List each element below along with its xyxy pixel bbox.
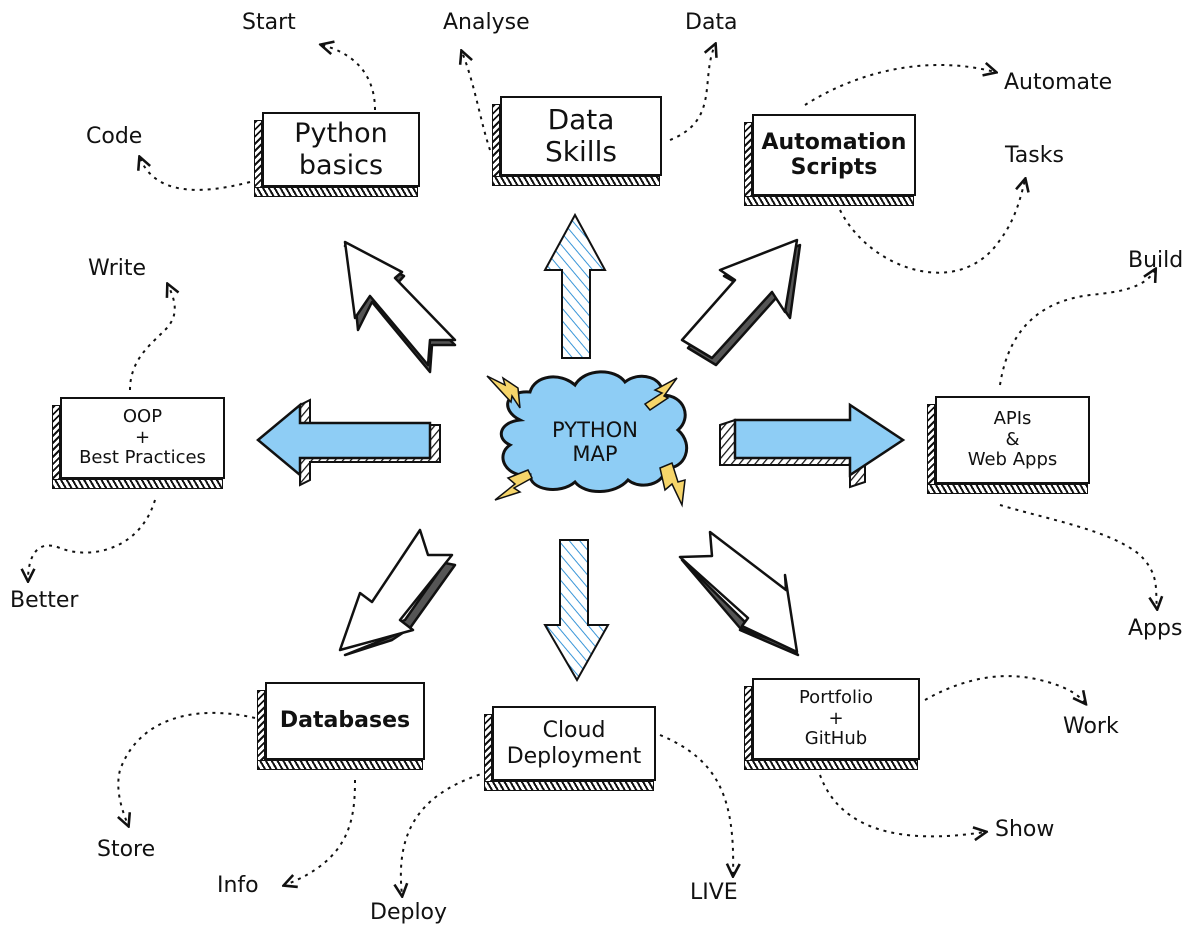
leaf-show: Show xyxy=(995,817,1055,842)
connector-live xyxy=(659,734,733,875)
arrow-up-left-icon xyxy=(343,240,457,374)
node-label: Data xyxy=(547,102,615,136)
connector-write xyxy=(129,285,175,391)
leaf-analyse: Analyse xyxy=(443,10,530,35)
connector-info xyxy=(285,779,356,885)
node-label: Web Apps xyxy=(967,449,1058,471)
node-label: Scripts xyxy=(790,155,878,180)
leaf-store: Store xyxy=(97,837,156,862)
center-label-line1: PYTHON xyxy=(552,418,638,442)
node-label: & xyxy=(1005,428,1020,450)
connector-show xyxy=(819,774,985,836)
leaf-info: Info xyxy=(217,873,259,898)
leaf-start: Start xyxy=(242,10,296,35)
connector-data xyxy=(669,45,715,141)
connector-build xyxy=(999,270,1155,386)
arrow-up-right-icon xyxy=(680,238,802,367)
node-label: GitHub xyxy=(804,728,868,750)
node-label: Best Practices xyxy=(79,447,206,469)
connector-store xyxy=(118,712,256,825)
leaf-tasks: Tasks xyxy=(1005,143,1064,168)
node-python-basics[interactable]: Python basics xyxy=(254,112,420,197)
node-label: Deployment xyxy=(506,743,642,769)
node-automation-scripts[interactable]: Automation Scripts xyxy=(744,114,916,206)
leaf-better: Better xyxy=(10,588,79,613)
connector-code xyxy=(140,158,251,191)
leaf-live: LIVE xyxy=(690,880,738,905)
arrow-right-icon xyxy=(719,402,906,489)
leaf-build: Build xyxy=(1128,248,1184,273)
arrow-left-icon xyxy=(256,398,441,487)
leaf-deploy: Deploy xyxy=(370,900,448,925)
node-label: Skills xyxy=(545,135,617,168)
node-label: basics xyxy=(298,149,384,181)
node-label: Portfolio xyxy=(798,686,874,708)
node-label: APIs xyxy=(993,407,1032,429)
connectors xyxy=(28,45,1157,895)
arrow-down-icon xyxy=(543,539,610,683)
node-label: Databases xyxy=(279,708,411,734)
lightning-icon xyxy=(486,375,686,508)
leaf-apps: Apps xyxy=(1128,616,1183,641)
arrow-up-icon xyxy=(543,212,607,359)
node-label: Python xyxy=(294,118,388,150)
connector-better xyxy=(28,499,156,580)
node-data-skills[interactable]: Data Skills xyxy=(492,96,662,186)
center-label: PYTHON MAP xyxy=(505,418,685,466)
node-label: Cloud xyxy=(542,718,606,744)
node-apis-web-apps[interactable]: APIs & Web Apps xyxy=(927,396,1090,494)
node-label: + xyxy=(134,426,151,448)
node-oop-best-practices[interactable]: OOP + Best Practices xyxy=(52,397,225,489)
center-label-line2: MAP xyxy=(572,442,618,467)
connector-apps xyxy=(999,504,1157,608)
connector-deploy xyxy=(401,769,496,895)
connector-automate xyxy=(804,65,995,106)
leaf-data: Data xyxy=(685,10,738,35)
arrow-down-right-icon xyxy=(678,530,800,657)
arrow-down-left-icon xyxy=(338,528,457,657)
leaf-code: Code xyxy=(86,124,143,149)
leaf-automate: Automate xyxy=(1004,70,1113,95)
connector-work xyxy=(924,675,1085,703)
node-portfolio-github[interactable]: Portfolio + GitHub xyxy=(744,678,920,770)
node-label: OOP xyxy=(122,405,163,427)
connector-analyse xyxy=(462,52,491,151)
node-label: + xyxy=(828,707,844,729)
connector-tasks xyxy=(839,180,1025,274)
node-databases[interactable]: Databases xyxy=(257,682,425,770)
node-cloud-deployment[interactable]: Cloud Deployment xyxy=(484,706,656,791)
node-label: Automation xyxy=(761,129,907,155)
connector-start xyxy=(322,45,376,111)
leaf-work: Work xyxy=(1063,714,1119,739)
leaf-write: Write xyxy=(88,256,147,281)
